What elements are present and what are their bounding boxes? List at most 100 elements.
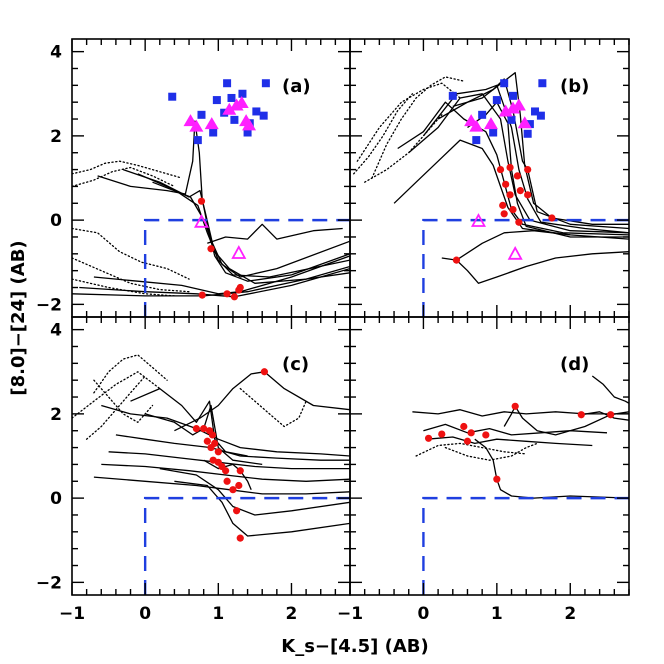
evolution-track: [174, 371, 350, 432]
observed-source-open-triangle: [231, 245, 247, 259]
observed-source-square: [243, 128, 252, 137]
model-point: [198, 291, 206, 299]
evolution-track: [130, 387, 248, 457]
model-point: [463, 437, 472, 445]
model-point: [192, 425, 200, 433]
x-tick-label: 2: [564, 604, 576, 624]
model-point: [260, 368, 269, 376]
selection-box: [143, 218, 350, 317]
y-tick-label: 0: [50, 211, 62, 231]
observed-source-square: [472, 136, 481, 145]
evolution-track: [207, 223, 343, 244]
evolution-track: [203, 459, 252, 490]
observed-source-triangle: [204, 117, 219, 130]
evolution-track: [93, 255, 350, 295]
observed-source-square: [212, 96, 221, 105]
evolution-track-dotted: [85, 375, 146, 440]
y-tick-label: 4: [50, 321, 62, 341]
model-point: [506, 191, 514, 199]
model-point: [235, 481, 243, 490]
evolution-track: [174, 480, 350, 537]
model-point: [499, 201, 507, 209]
model-point: [502, 180, 510, 188]
evolution-track: [452, 72, 629, 225]
observed-source-square: [227, 93, 236, 102]
x-tick-label: −1: [337, 604, 363, 624]
model-point: [236, 467, 244, 475]
evolution-track-dotted: [93, 354, 168, 394]
evolution-track: [474, 438, 629, 499]
panel-label: (b): [560, 76, 589, 97]
panels: (a)(b)(c)(d): [72, 72, 629, 595]
evolution-track: [393, 139, 571, 236]
panel-label: (c): [282, 354, 309, 375]
observed-source-square: [238, 89, 247, 98]
observed-source-square: [448, 91, 457, 100]
evolution-track: [437, 78, 629, 230]
observed-source-square: [538, 79, 547, 88]
model-point: [548, 214, 556, 222]
panel-frames: [71, 38, 630, 596]
observed-source-square: [531, 107, 540, 116]
model-point: [200, 425, 208, 433]
y-tick-label: −2: [36, 573, 62, 593]
model-point: [229, 486, 237, 494]
y-tick-label: 2: [50, 405, 62, 425]
panel-d: [412, 375, 629, 595]
evolution-track-dotted: [444, 442, 538, 461]
evolution-track-dotted: [72, 257, 190, 293]
observed-source-triangle: [183, 114, 198, 127]
observed-source-open-triangle: [507, 245, 523, 260]
observed-source-triangle: [234, 96, 249, 109]
observed-source-open-triangle: [193, 213, 210, 228]
x-tick-label: 1: [212, 604, 224, 624]
evolution-track: [591, 375, 629, 404]
evolution-track-dotted: [93, 379, 154, 423]
model-point: [197, 197, 206, 205]
evolution-track: [115, 434, 350, 461]
observed-source-square: [197, 110, 206, 119]
observed-source-square: [168, 92, 177, 101]
observed-source-square: [508, 91, 517, 100]
evolution-track: [101, 404, 350, 457]
evolution-track-dotted: [356, 82, 461, 162]
model-point: [438, 430, 446, 438]
evolution-track: [152, 181, 350, 284]
model-point: [452, 256, 461, 264]
panel-b: [353, 72, 629, 317]
observed-source-square: [209, 128, 218, 137]
model-point: [607, 411, 615, 419]
model-point: [493, 475, 501, 483]
observed-source-square: [478, 110, 487, 119]
model-point: [509, 205, 517, 214]
observed-source-triangle: [242, 118, 257, 131]
observed-source-square: [223, 79, 232, 88]
observed-source-triangle: [483, 117, 498, 130]
observed-source-square: [252, 107, 261, 116]
evolution-track: [441, 251, 629, 284]
x-axis-title: K_s−[4.5] (AB): [281, 636, 428, 657]
evolution-track: [101, 463, 350, 482]
model-point: [236, 534, 244, 542]
observed-source-square: [500, 79, 509, 88]
observed-source-square: [507, 115, 516, 124]
y-tick-label: 2: [50, 127, 62, 147]
evolution-track-dotted: [72, 371, 161, 419]
evolution-track-dotted: [72, 227, 190, 280]
evolution-track: [97, 120, 350, 282]
model-point: [223, 290, 231, 298]
observed-source-square: [492, 96, 501, 105]
panel-label: (d): [560, 354, 589, 375]
model-point: [460, 422, 468, 431]
y-tick-label: −2: [36, 295, 62, 315]
model-point: [214, 448, 222, 456]
observed-source-square: [525, 120, 534, 129]
model-point: [208, 431, 217, 439]
observed-source-triangle: [511, 98, 526, 111]
model-point: [513, 172, 522, 180]
model-point: [515, 218, 523, 226]
evolution-track: [412, 409, 629, 417]
evolution-track: [456, 230, 629, 261]
